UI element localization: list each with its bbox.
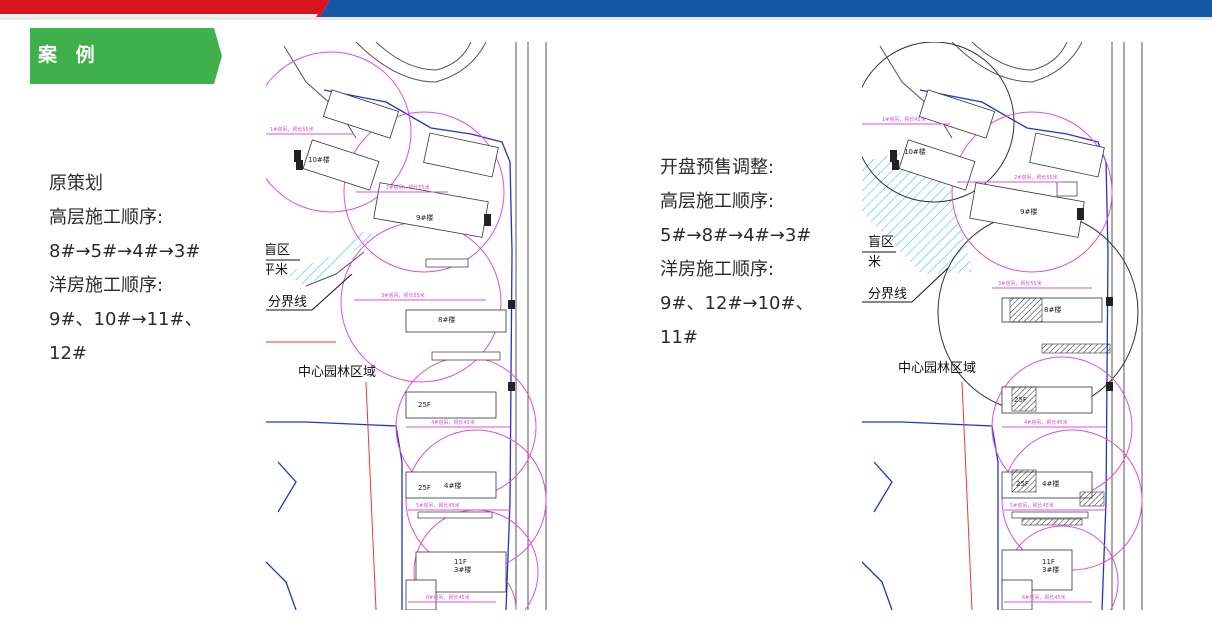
crane-label-1: 1#塔吊，臂长55米 xyxy=(270,126,314,133)
original-plan-text: 原策划 高层施工顺序: 8#→5#→4#→3# 洋房施工顺序: 9#、10#→1… xyxy=(49,167,203,371)
building-9-label: 9#楼 xyxy=(1020,207,1037,216)
building-9-label: 9#楼 xyxy=(416,213,433,222)
banner-blue-stripe xyxy=(318,0,1212,20)
floor-label-11f: 11F xyxy=(1042,558,1055,566)
site-plan-original: 1#塔吊，臂长55米 2#塔吊，臂长55米 3#塔吊，臂长55米 4#塔吊，臂长… xyxy=(266,42,568,610)
floor-label-11f: 11F xyxy=(454,558,467,566)
crane-label-3: 3#塔吊，臂长55米 xyxy=(381,292,425,299)
crane-label-2: 2#塔吊，臂长55米 xyxy=(386,184,430,191)
right-line-6: 11# xyxy=(660,327,698,348)
right-line-2: 高层施工顺序: xyxy=(660,191,775,212)
garden-zone-label: 中心园林区域 xyxy=(898,361,976,376)
left-line-4: 洋房施工顺序: xyxy=(49,275,164,296)
right-line-4: 洋房施工顺序: xyxy=(660,259,775,280)
crane-label-5: 5#塔吊，臂长45米 xyxy=(1010,502,1054,509)
building-4-label: 4#楼 xyxy=(1042,479,1059,488)
right-line-1: 开盘预售调整: xyxy=(660,157,775,178)
blind-zone-hatch xyxy=(862,152,972,274)
crane-label-4: 4#塔吊，臂长45米 xyxy=(431,419,475,426)
left-line-5: 9#、10#→11#、 xyxy=(49,309,203,330)
right-line-5: 9#、12#→10#、 xyxy=(660,293,814,314)
blind-zone-label: 盲区 xyxy=(266,242,290,258)
garden-zone-label: 中心园林区域 xyxy=(298,365,376,380)
case-tag-label: 案 例 xyxy=(38,44,101,66)
building-4-label: 4#楼 xyxy=(444,481,461,490)
floor-label-25f-a: 25F xyxy=(418,401,431,409)
building-10-label: 10#楼 xyxy=(308,155,330,164)
building-10-label: 10#楼 xyxy=(904,147,926,156)
crane-label-4: 4#塔吊，臂长45米 xyxy=(1024,419,1068,426)
crane-label-1: 1#塔吊，臂长45米 xyxy=(882,116,926,123)
crane-label-6: 6#塔吊，臂长45米 xyxy=(426,594,470,601)
boundary-label: 分界线 xyxy=(268,295,307,310)
floor-label-25f-b: 25F xyxy=(418,484,431,492)
top-banner xyxy=(0,0,1212,20)
building-3-label: 3#楼 xyxy=(1042,565,1059,574)
crane-label-3: 3#塔吊，臂长55米 xyxy=(998,280,1042,287)
left-line-3: 8#→5#→4#→3# xyxy=(49,241,201,262)
adjusted-plan-text: 开盘预售调整: 高层施工顺序: 5#→8#→4#→3# 洋房施工顺序: 9#、1… xyxy=(660,151,814,355)
right-line-3: 5#→8#→4#→3# xyxy=(660,225,812,246)
boundary-label: 分界线 xyxy=(868,287,907,302)
site-plan-adjusted: 1#塔吊，臂长45米 2#塔吊，臂长55米 3#塔吊，臂长55米 4#塔吊，臂长… xyxy=(862,42,1164,610)
area-unit-label: 平米 xyxy=(266,263,288,278)
building-8-label: 8#楼 xyxy=(1044,305,1061,314)
crane-label-6: 6#塔吊，臂长45米 xyxy=(1022,594,1066,601)
crane-label-2: 2#塔吊，臂长55米 xyxy=(1014,174,1058,181)
building-3-label: 3#楼 xyxy=(454,565,471,574)
banner-bottom-line xyxy=(0,17,1212,20)
left-line-6: 12# xyxy=(49,343,87,364)
crane-label-5: 5#塔吊，臂长45米 xyxy=(416,502,460,509)
floor-label-25f-a: 25F xyxy=(1014,396,1027,404)
building-8-label: 8#楼 xyxy=(438,315,455,324)
case-tag-shape xyxy=(30,28,222,84)
blind-zone-hatch xyxy=(284,232,376,286)
blind-zone-label: 盲区 xyxy=(868,234,894,250)
area-unit-label: 米 xyxy=(868,255,881,270)
floor-label-25f-b: 25F xyxy=(1016,480,1029,488)
left-line-1: 原策划 xyxy=(49,173,103,194)
left-line-2: 高层施工顺序: xyxy=(49,207,164,228)
